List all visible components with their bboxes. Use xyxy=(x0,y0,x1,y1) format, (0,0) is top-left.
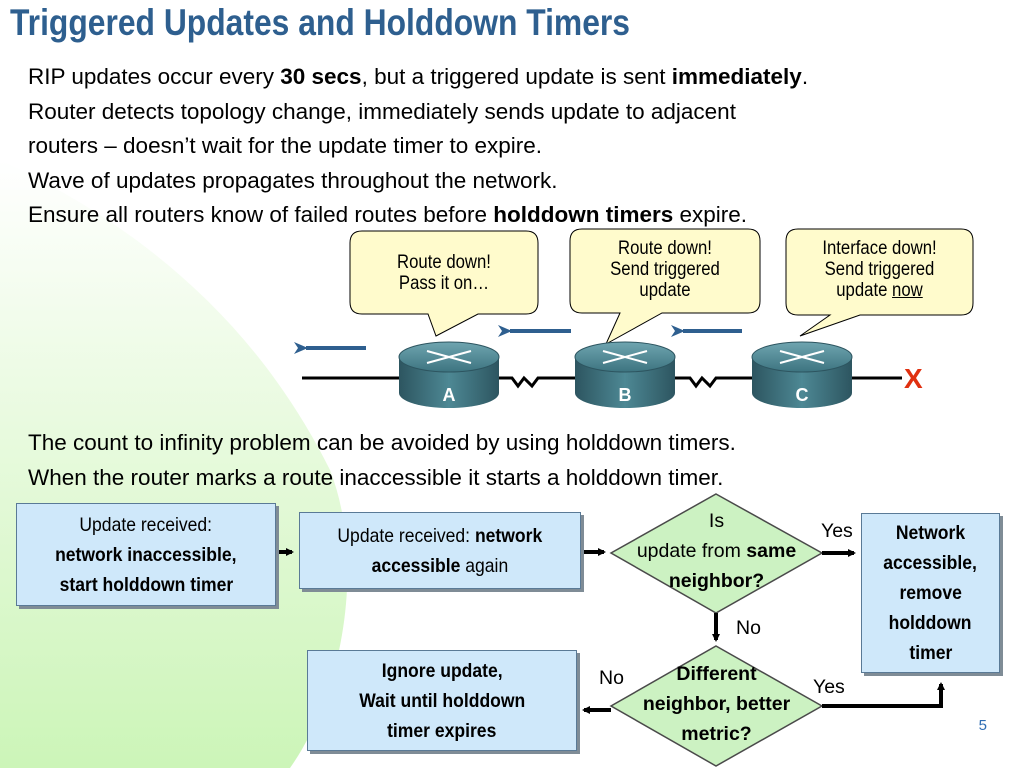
page-number: 5 xyxy=(978,717,987,734)
intro-line-2: Router detects topology change, immediat… xyxy=(28,98,736,124)
link-failure-mark: X xyxy=(904,363,923,394)
intro-line-3: routers – doesn’t wait for the update ti… xyxy=(28,133,543,158)
flow-start-box: Update received: network inaccessible, s… xyxy=(16,503,276,606)
flow-connectors xyxy=(276,548,945,714)
holddown-line-2: When the router marks a route inaccessib… xyxy=(28,464,724,490)
router-c-label: C xyxy=(795,385,809,405)
holddown-text: The count to infinity problem can be avo… xyxy=(28,426,736,495)
router-c xyxy=(751,341,853,408)
router-b xyxy=(574,341,676,408)
label-no-left: No xyxy=(599,667,624,689)
router-a xyxy=(398,341,500,408)
callout-a xyxy=(349,230,539,337)
intro-text: RIP updates occur every 30 secs, but a t… xyxy=(28,60,1018,233)
router-b-label: B xyxy=(618,385,632,405)
callout-c-text: Interface down!Send triggered update now xyxy=(822,238,937,301)
network-links xyxy=(302,375,902,389)
router-a-label: A xyxy=(442,385,456,405)
label-yes-same: Yes xyxy=(821,520,853,542)
decision-different-neighbor-text: Different neighbor, better metric? xyxy=(642,663,791,745)
flow-received-box: Update received: network accessible agai… xyxy=(299,512,581,589)
intro-line-1: RIP updates occur every 30 secs, but a t… xyxy=(28,64,809,89)
decision-same-neighbor-text: Is update from same neighbor? xyxy=(636,510,797,592)
callout-a-text: Route down!Pass it on… xyxy=(397,252,491,294)
decision-different-neighbor xyxy=(609,645,824,767)
holddown-line-1: The count to infinity problem can be avo… xyxy=(28,430,736,455)
intro-line-5: Ensure all routers know of failed routes… xyxy=(28,202,748,227)
intro-line-4: Wave of updates propagates throughout th… xyxy=(28,167,558,193)
callout-c xyxy=(785,228,974,337)
label-yes-different: Yes xyxy=(813,676,845,698)
slide-title: Triggered Updates and Holddown Timers xyxy=(10,2,630,43)
label-no-down: No xyxy=(736,617,761,639)
callout-b xyxy=(569,228,761,346)
flow-ignore-box: Ignore update, Wait until holddown timer… xyxy=(307,650,577,751)
flow-accessible-box: Network accessible, remove holddown time… xyxy=(861,513,1000,673)
